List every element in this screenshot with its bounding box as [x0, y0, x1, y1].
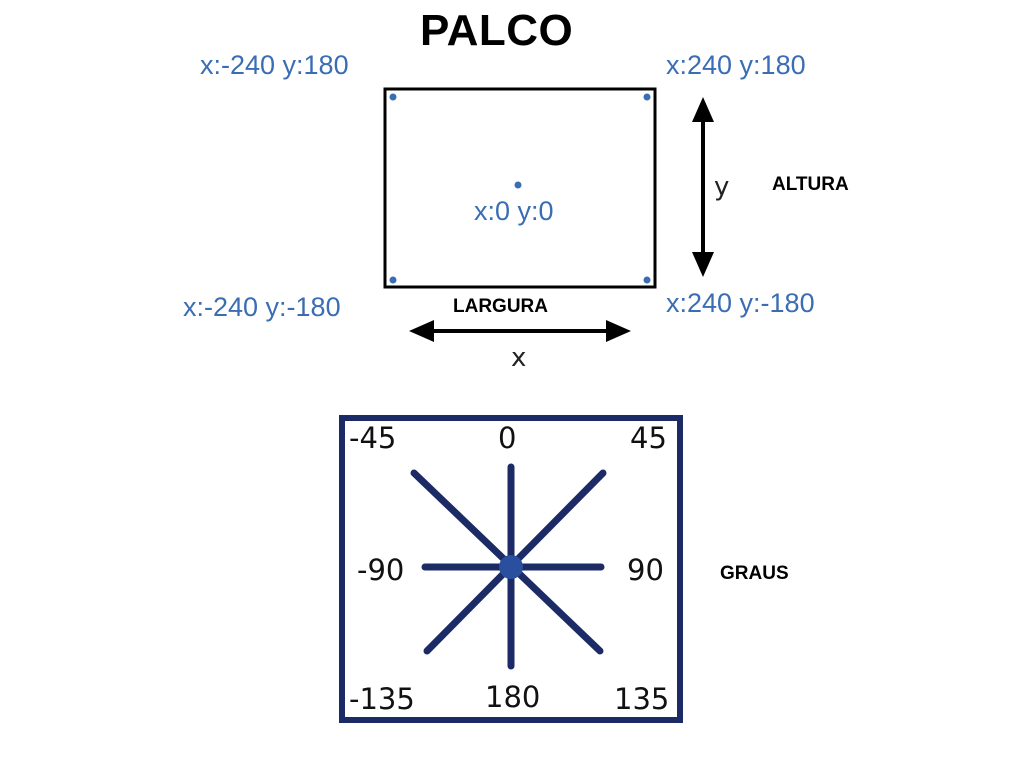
direction-label-90: 90: [627, 553, 664, 587]
stage-top-left-dot: [389, 93, 397, 101]
height-axis-letter: y: [714, 172, 730, 202]
direction-label-180: 180: [485, 680, 541, 714]
stage-top-right-dot: [643, 93, 651, 101]
coord-center: x:0 y:0: [474, 196, 554, 226]
direction-label-0: 0: [498, 421, 517, 455]
direction-label-neg90: -90: [357, 553, 405, 587]
height-label: ALTURA: [772, 174, 849, 195]
coord-top-left: x:-240 y:180: [200, 50, 349, 80]
stage-rectangle: [383, 87, 657, 289]
width-double-arrow: [409, 320, 631, 342]
page-title: PALCO: [420, 6, 574, 55]
stage-center-dot: [514, 181, 522, 189]
direction-label-135: 135: [614, 682, 670, 716]
coord-top-right: x:240 y:180: [666, 50, 806, 80]
stage-bottom-left-dot: [389, 276, 397, 284]
width-label: LARGURA: [453, 296, 548, 317]
height-double-arrow: [692, 97, 714, 277]
direction-label-neg45: -45: [349, 421, 397, 455]
direction-label-neg135: -135: [349, 682, 415, 716]
directions-label: GRAUS: [720, 563, 789, 584]
coord-bottom-left: x:-240 y:-180: [183, 292, 341, 322]
stage-bottom-right-dot: [643, 276, 651, 284]
direction-compass-frame: [339, 415, 683, 723]
direction-label-45: 45: [630, 421, 667, 455]
direction-center-dot: [499, 555, 523, 579]
coord-bottom-right: x:240 y:-180: [666, 288, 815, 318]
width-axis-letter: x: [511, 343, 527, 373]
